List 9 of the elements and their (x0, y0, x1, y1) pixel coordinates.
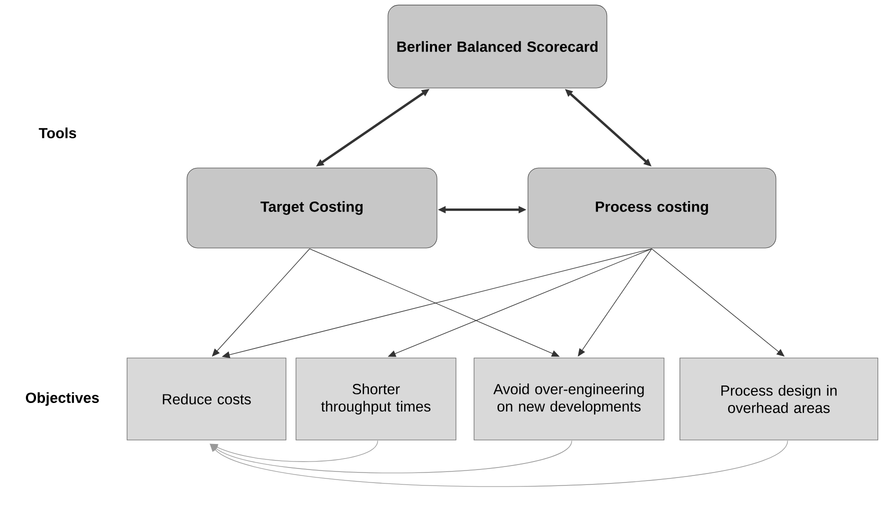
tool-box: Berliner Balanced Scorecard (388, 4, 608, 88)
objective-box: Reduce costs (126, 358, 286, 440)
side-label: Tools (38, 128, 76, 138)
objective-box: Process design in overhead areas (680, 358, 878, 440)
objective-box: Avoid over-engineering on new developments (474, 358, 664, 440)
side-label: Objectives (26, 392, 99, 406)
objective-box: Shorter throughput times (296, 358, 456, 440)
tool-box: Process costing (528, 168, 776, 248)
tool-box: Target Costing (186, 168, 438, 248)
